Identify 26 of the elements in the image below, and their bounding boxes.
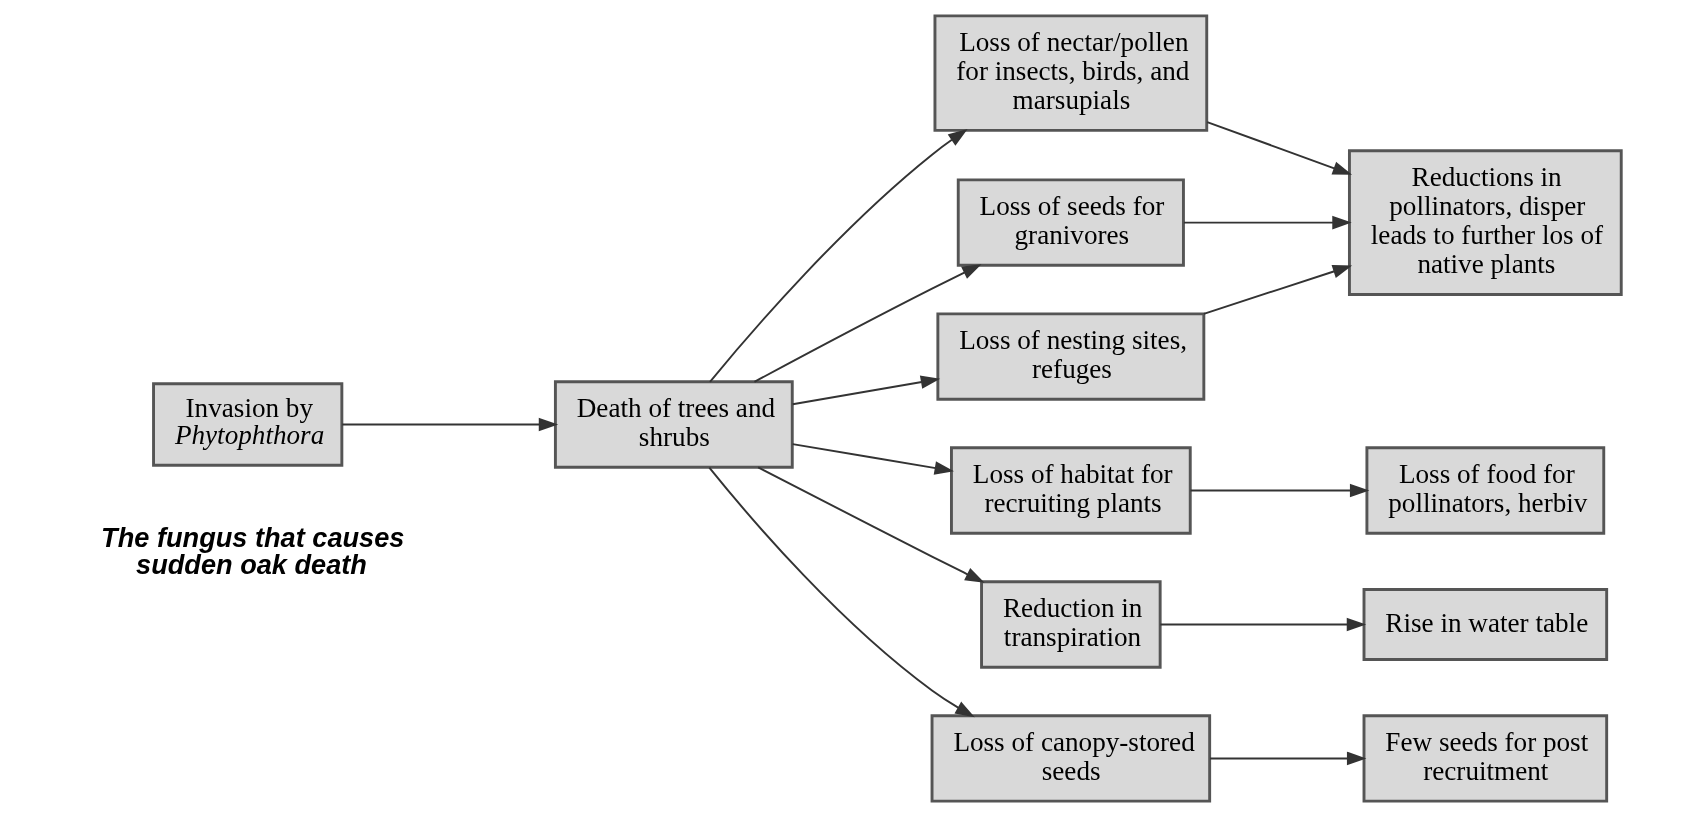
arrow <box>1209 751 1367 766</box>
node-box: Reduction in transpiration <box>980 580 1162 669</box>
arrow <box>709 129 968 383</box>
node-box: Loss of canopy-stored seeds <box>930 714 1212 803</box>
arrow <box>1182 215 1352 230</box>
node-box: Reductions in pollinators, disper leads to further los of native plants <box>1348 149 1623 296</box>
arrow <box>753 264 982 383</box>
node-box: Death of trees and shrubs <box>553 380 794 469</box>
arrow <box>1202 265 1353 315</box>
node-label: The fungus that causes sudden oak death <box>101 522 405 581</box>
node-box: Rise in water table <box>1362 588 1609 661</box>
arrow <box>791 443 954 475</box>
arrow <box>341 417 559 432</box>
node-box: Loss of seeds for granivores <box>956 178 1185 267</box>
node-box: Loss of habitat for recruiting plants <box>950 446 1192 535</box>
arrow <box>708 466 975 718</box>
node-box: Loss of food for pollinators, herbiv <box>1365 446 1606 535</box>
arrow <box>757 466 985 583</box>
arrow <box>791 375 941 406</box>
arrow <box>1206 121 1353 175</box>
arrow <box>1159 617 1367 632</box>
node-box: Loss of nesting sites, refuges <box>936 312 1206 401</box>
node-box: Invasion by Phytophthora <box>152 382 344 467</box>
node-box: Loss of nectar/pollen for insects, birds, and marsupials <box>933 14 1209 132</box>
arrow <box>1189 483 1370 498</box>
node-box: Few seeds for post recruitment <box>1362 714 1609 803</box>
